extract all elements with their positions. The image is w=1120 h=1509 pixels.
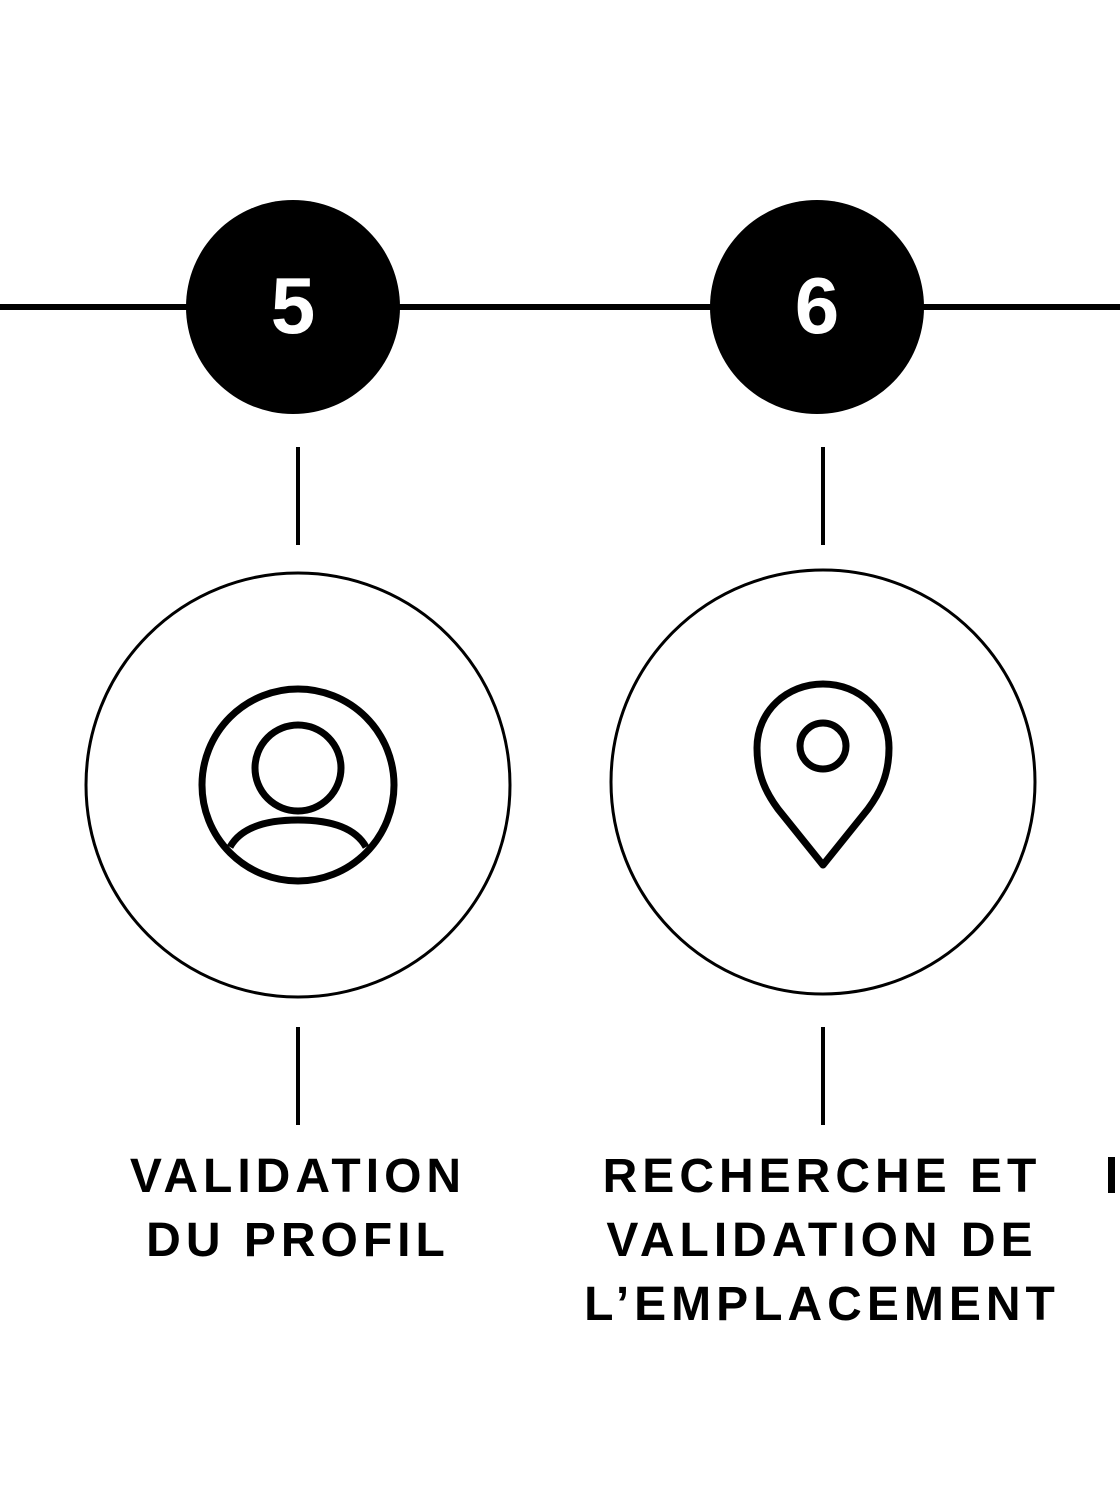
- step-5-label: VALIDATION DU PROFIL: [38, 1145, 558, 1273]
- step-6-label-line-1: RECHERCHE ET: [602, 1150, 1042, 1203]
- step-5-label-line-1: VALIDATION: [129, 1150, 467, 1203]
- location-pin-icon: [753, 680, 893, 869]
- step-number-badge: [186, 200, 400, 414]
- step-number-badge: [710, 200, 924, 414]
- step-6-label-line-3: L’EMPLACEMENT: [584, 1278, 1060, 1331]
- step-6-label: RECHERCHE ET VALIDATION DE L’EMPLACEMENT: [562, 1145, 1082, 1337]
- step-number: 6: [795, 261, 840, 350]
- next-step-label-cropped: [1104, 1157, 1120, 1193]
- cropped-letter-stroke: [1108, 1157, 1115, 1193]
- step-5: 5: [84, 200, 512, 1125]
- user-profile-icon: [198, 685, 398, 885]
- step-6: 6: [609, 200, 1037, 1125]
- step-number: 5: [271, 261, 316, 350]
- icon-circle: [84, 571, 512, 999]
- step-5-label-line-2: DU PROFIL: [146, 1214, 450, 1267]
- icon-circle: [609, 568, 1037, 996]
- step-6-label-line-2: VALIDATION DE: [606, 1214, 1038, 1267]
